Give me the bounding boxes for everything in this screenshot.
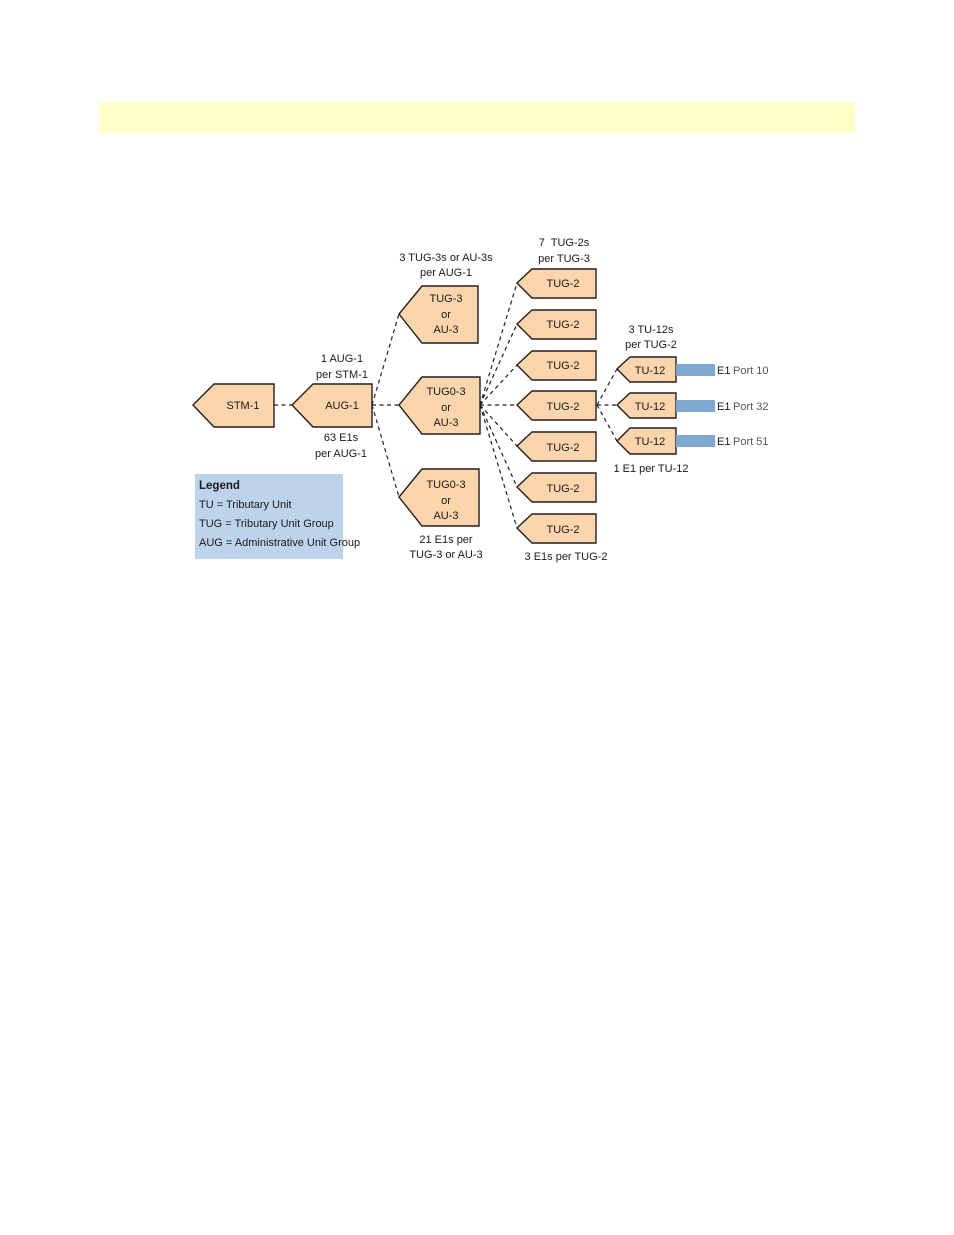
- node-tu12-2: TU-12: [615, 392, 677, 419]
- node-tug2-5-label: TUG-2: [547, 442, 580, 454]
- ann-e1-per-aug-2: per AUG-1: [315, 448, 367, 460]
- node-tug3-bot-line1: TUG0-3: [426, 479, 465, 491]
- legend-item-tu: TU = Tributary Unit: [199, 499, 292, 511]
- node-tug3-mid-line2: or: [441, 402, 451, 414]
- ann-tu12-per-tug2-1: 3 TU-12s: [628, 324, 674, 336]
- port-2: E1 Port 32: [676, 400, 768, 413]
- ann-e1-per-aug-1: 63 E1s: [324, 432, 359, 444]
- node-tug2-4-label: TUG-2: [547, 401, 580, 413]
- ann-tu12-per-tug2-2: per TUG-2: [625, 339, 677, 351]
- node-tug3-top-line2: or: [441, 309, 451, 321]
- node-tug3-bot: TUG0-3 or AU-3: [398, 468, 480, 527]
- port-3: E1 Port 51: [676, 435, 768, 448]
- node-tu12-1: TU-12: [615, 356, 677, 383]
- port-2-e1: E1: [717, 401, 730, 413]
- node-tug3-bot-line3: AU-3: [433, 510, 458, 522]
- node-tu12-3: TU-12: [616, 427, 677, 455]
- connector-tug3-tug2-7: [479, 404, 518, 529]
- node-tug3-top-line1: TUG-3: [430, 293, 463, 305]
- ann-tug2-per-tug3-2: per TUG-3: [538, 253, 590, 265]
- node-tug2-7: TUG-2: [515, 513, 597, 544]
- port-3-e1: E1: [717, 436, 730, 448]
- port-1-bar: [676, 364, 715, 376]
- node-tug3-top: TUG-3 or AU-3: [398, 285, 479, 344]
- node-tug3-mid-line3: AU-3: [433, 417, 458, 429]
- connector-tug3-tug2-5: [479, 404, 518, 447]
- port-3-bar: [676, 435, 715, 447]
- node-tug3-top-line3: AU-3: [433, 324, 458, 336]
- node-tug2-4: TUG-2: [515, 390, 597, 421]
- port-3-name: Port 51: [733, 436, 768, 448]
- node-tug2-7-label: TUG-2: [547, 524, 580, 536]
- node-tug2-3-label: TUG-2: [547, 360, 580, 372]
- connector-aug-tug3-bot: [371, 404, 400, 498]
- connector-tug2-tu12-1: [596, 368, 618, 406]
- node-tu12-2-label: TU-12: [635, 401, 666, 413]
- ann-tug2-per-tug3-1: 7 TUG-2s: [539, 237, 590, 249]
- port-1: E1 Port 10: [676, 364, 768, 377]
- legend-box: [195, 474, 343, 559]
- node-tug3-mid: TUG0-3 or AU-3: [398, 376, 481, 435]
- header-banner: [99, 102, 855, 133]
- connector-tug3-tug2-2: [479, 323, 518, 406]
- connectors: [274, 282, 618, 529]
- legend-title: Legend: [199, 480, 240, 492]
- port-2-name: Port 32: [733, 401, 768, 413]
- port-2-bar: [676, 400, 715, 412]
- node-tug3-bot-line2: or: [441, 495, 451, 507]
- node-aug1-label: AUG-1: [325, 400, 359, 412]
- legend-item-aug: AUG = Administrative Unit Group: [199, 537, 360, 549]
- node-stm1-label: STM-1: [227, 400, 260, 412]
- node-tug2-1-label: TUG-2: [547, 278, 580, 290]
- node-tu12-3-label: TU-12: [635, 436, 666, 448]
- ann-e1-per-tu12: 1 E1 per TU-12: [613, 463, 688, 475]
- connector-tug2-tu12-3: [596, 404, 618, 442]
- node-aug1: AUG-1: [291, 383, 373, 428]
- annotations: 1 AUG-1 per STM-1 63 E1s per AUG-1 3 TUG…: [315, 237, 688, 563]
- legend-item-tug: TUG = Tributary Unit Group: [199, 518, 334, 530]
- node-tug2-6-label: TUG-2: [547, 483, 580, 495]
- node-tug2-2-label: TUG-2: [547, 319, 580, 331]
- connector-tug3-tug2-3: [479, 364, 518, 406]
- node-tu12-1-label: TU-12: [635, 365, 666, 377]
- ann-e1-per-tug3-2: TUG-3 or AU-3: [409, 549, 482, 561]
- port-1-e1: E1: [717, 365, 730, 377]
- ann-tug3-per-aug-2: per AUG-1: [420, 267, 472, 279]
- node-tug2-2: TUG-2: [515, 309, 597, 340]
- ann-e1-per-tug2: 3 E1s per TUG-2: [525, 551, 608, 563]
- connector-tug3-tug2-1: [479, 282, 518, 406]
- ann-e1-per-tug3-1: 21 E1s per: [419, 534, 473, 546]
- node-tug2-6: TUG-2: [515, 472, 597, 503]
- legend: Legend TU = Tributary Unit TUG = Tributa…: [195, 474, 360, 559]
- port-1-name: Port 10: [733, 365, 768, 377]
- ann-aug-per-stm-1: 1 AUG-1: [321, 353, 363, 365]
- ann-aug-per-stm-2: per STM-1: [316, 369, 368, 381]
- node-tug2-5: TUG-2: [515, 431, 597, 462]
- node-stm1: STM-1: [192, 383, 275, 428]
- connector-tug3-tug2-6: [479, 404, 518, 488]
- connector-aug-tug3-top: [371, 313, 400, 406]
- node-tug2-3: TUG-2: [515, 350, 597, 381]
- ann-tug3-per-aug-1: 3 TUG-3s or AU-3s: [399, 252, 493, 264]
- node-tug2-1: TUG-2: [515, 268, 597, 299]
- node-tug3-mid-line1: TUG0-3: [426, 386, 465, 398]
